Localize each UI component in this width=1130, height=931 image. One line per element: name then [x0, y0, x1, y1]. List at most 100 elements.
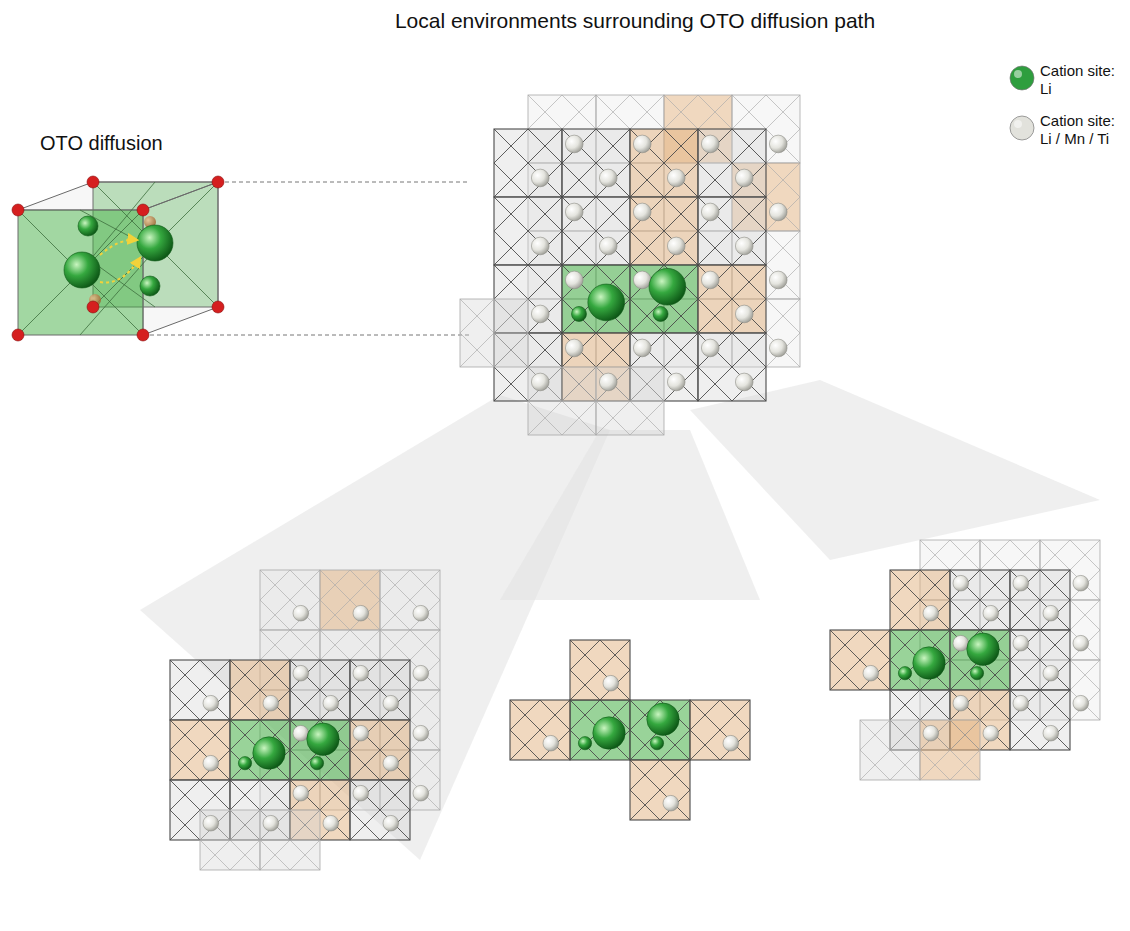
octahedron-face [698, 129, 766, 197]
cation-site [253, 737, 285, 769]
octahedron-edges [1010, 630, 1070, 690]
octahedron-edges [510, 700, 570, 760]
legend-swatch-frame [1008, 114, 1036, 142]
cation-site [633, 135, 651, 153]
cation-site [263, 815, 279, 831]
cation-site [723, 735, 739, 751]
octahedron-face [698, 265, 766, 333]
cation-site [898, 667, 911, 680]
octahedron-edges [320, 570, 380, 630]
octahedron-face [1010, 570, 1070, 630]
cation-site [953, 575, 969, 591]
oxygen-site [212, 301, 224, 313]
oxygen-site [12, 204, 24, 216]
panel-label: OTO diffusion [40, 131, 163, 155]
octahedron-face [596, 367, 664, 435]
cation-site [572, 306, 587, 321]
cation-site [667, 237, 685, 255]
octahedron-face [698, 333, 766, 401]
octahedron-face [494, 129, 562, 197]
octahedron-edges [950, 630, 1010, 690]
octahedron-face [950, 570, 1010, 630]
cation-site [137, 225, 173, 261]
cation-site [701, 135, 719, 153]
octahedron-edges [170, 660, 230, 720]
oxygen-site [12, 329, 24, 341]
octahedron-edges [690, 700, 750, 760]
cation-site [353, 725, 369, 741]
cation-site [413, 785, 429, 801]
octahedron-edges [698, 197, 766, 265]
shadow-wedge [690, 380, 1100, 560]
cation-site [293, 605, 309, 621]
cation-site [203, 755, 219, 771]
octahedron-edges [170, 720, 230, 780]
cation-site [653, 306, 668, 321]
octahedron-face [260, 810, 320, 870]
cation-site [667, 373, 685, 391]
cation-site [647, 703, 679, 735]
octahedron-edges [630, 197, 698, 265]
diffusion-arrow [100, 240, 137, 255]
legend-swatch [1010, 116, 1034, 140]
cation-site [593, 717, 625, 749]
octahedron-face [690, 700, 750, 760]
cation-site [383, 815, 399, 831]
octahedron-face [350, 720, 410, 780]
octahedron-edges [570, 640, 630, 700]
cation-site [667, 169, 685, 187]
octahedron-face [950, 630, 1010, 690]
cation-site [413, 725, 429, 741]
octahedron-face [170, 720, 230, 780]
octahedron-face [630, 265, 698, 333]
octahedron-face [350, 660, 410, 720]
cation-site [1013, 635, 1029, 651]
cation-site [203, 815, 219, 831]
cation-site [603, 675, 619, 691]
octahedron-face [1010, 630, 1070, 690]
figure-title: Local environments surrounding OTO diffu… [330, 8, 940, 33]
octahedra-cluster [510, 640, 750, 820]
octahedron-edges [890, 570, 950, 630]
octahedron-face [830, 630, 890, 690]
octahedron-edges [200, 810, 260, 870]
cation-site [203, 695, 219, 711]
cation-site [983, 725, 999, 741]
octahedron-edges [494, 197, 562, 265]
cation-site [663, 795, 679, 811]
octahedron-face [562, 197, 630, 265]
octahedron-edges [350, 660, 410, 720]
cation-site [1043, 665, 1059, 681]
guide-line [143, 335, 470, 336]
oxygen-site [87, 301, 99, 313]
legend-text: Cation site: Li / Mn / Ti [1040, 112, 1124, 148]
cation-site [953, 695, 969, 711]
cation-site [323, 815, 339, 831]
oto-cube [12, 176, 224, 341]
octahedron-edges [630, 129, 698, 197]
octahedron-edges [830, 630, 890, 690]
legend-swatch [1010, 66, 1034, 90]
oxygen-site [137, 204, 149, 216]
octahedron-face [494, 197, 562, 265]
cation-site [967, 633, 999, 665]
octahedron-face [630, 197, 698, 265]
legend-swatch-frame [1008, 64, 1036, 92]
cation-site [353, 785, 369, 801]
cation-site [588, 284, 625, 321]
octahedron-edges [260, 570, 320, 630]
octahedron-edges [260, 810, 320, 870]
cation-site [263, 695, 279, 711]
swatch-highlight [1014, 120, 1022, 128]
cation-site [383, 755, 399, 771]
legend-row: Cation site: Li / Mn / Ti [1008, 112, 1124, 148]
octahedron-face [460, 299, 528, 367]
cation-site [413, 665, 429, 681]
octahedron-edges [562, 129, 630, 197]
cation-site [923, 725, 939, 741]
octahedron-face [890, 630, 950, 690]
octahedron-edges [494, 129, 562, 197]
cation-site [599, 169, 617, 187]
octahedron-edges [350, 720, 410, 780]
